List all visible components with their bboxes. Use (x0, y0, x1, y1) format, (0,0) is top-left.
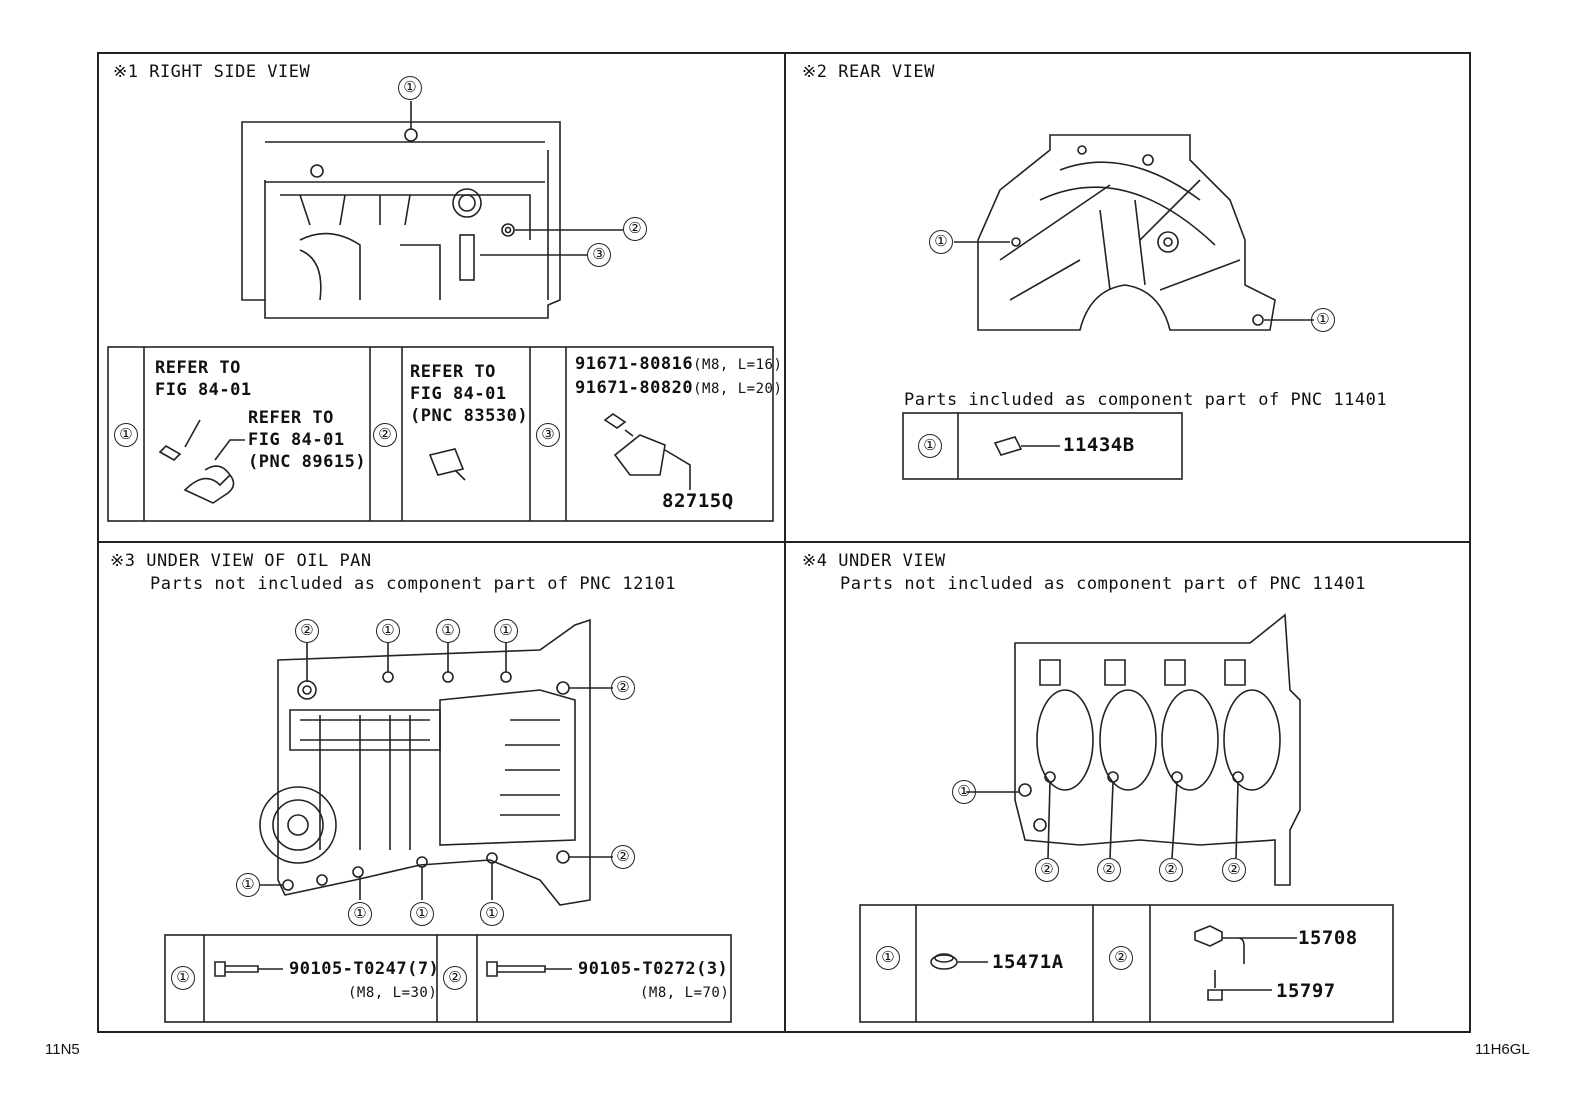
table1-pnc-b: (PNC 83530) (410, 406, 529, 426)
rear-callout-1a: ① (929, 230, 953, 254)
callout-2: ② (623, 217, 647, 241)
table1-key-1: ① (114, 423, 138, 447)
table1-refer-a1: REFER TO (155, 358, 241, 378)
panel3-note: Parts not included as component part of … (150, 574, 677, 594)
table3-key-2: ② (443, 966, 467, 990)
panel3-title: ※3 UNDER VIEW OF OIL PAN (110, 551, 372, 571)
panel1-title: ※1 RIGHT SIDE VIEW (113, 62, 311, 82)
table1-fig-b: FIG 84-01 (410, 384, 507, 404)
part-number-11434b: 11434B (1063, 434, 1135, 456)
pan-callout-2b: ② (611, 676, 635, 700)
table3-key-1: ① (171, 966, 195, 990)
table4-key-1: ① (876, 946, 900, 970)
pan-callout-2a: ② (295, 619, 319, 643)
oil-pan-drawing (259, 618, 613, 906)
table1-refer-b: REFER TO (410, 362, 496, 382)
table3-grid (164, 934, 732, 1023)
panel4-title: ※4 UNDER VIEW (802, 551, 946, 571)
part-number-15471a: 15471A (992, 951, 1064, 973)
pan-callout-1e: ① (348, 902, 372, 926)
table1-part-row1: 91671-80816(M8, L=16) (575, 354, 782, 374)
pan-callout-1b: ① (436, 619, 460, 643)
panel2-title: ※2 REAR VIEW (802, 62, 935, 82)
under-view-drawing (966, 613, 1301, 886)
under-callout-2a: ② (1035, 858, 1059, 882)
table4-grid (859, 904, 1394, 1023)
rear-view-drawing (954, 134, 1314, 331)
under-callout-1: ① (952, 780, 976, 804)
under-callout-2d: ② (1222, 858, 1246, 882)
table4-key-2: ② (1109, 946, 1133, 970)
under-callout-2c: ② (1159, 858, 1183, 882)
part-spec-l20: (M8, L=20) (693, 381, 783, 397)
callout-3: ③ (587, 243, 611, 267)
table1-key-3: ③ (536, 423, 560, 447)
panel4-note: Parts not included as component part of … (840, 574, 1367, 594)
part-number-90105-t0247: 90105-T0247(7) (289, 959, 440, 979)
horizontal-divider (97, 541, 1471, 543)
table1-fig-a2: FIG 84-01 (248, 430, 345, 450)
pan-callout-2c: ② (611, 845, 635, 869)
footer-right-code: 11H6GL (1475, 1041, 1530, 1058)
under-callout-2b: ② (1097, 858, 1121, 882)
pan-callout-1d: ① (236, 873, 260, 897)
table1-grid (107, 346, 774, 522)
table1-part-row2: 91671-80820(M8, L=20) (575, 378, 782, 398)
table2-grid (902, 412, 1183, 480)
table1-fig-a1: FIG 84-01 (155, 380, 252, 400)
panel2-note: Parts included as component part of PNC … (904, 390, 1388, 410)
pan-callout-1c: ① (494, 619, 518, 643)
pan-callout-1g: ① (480, 902, 504, 926)
table1-key-2: ② (373, 423, 397, 447)
table2-key-1: ① (918, 434, 942, 458)
table1-refer-a2: REFER TO (248, 408, 334, 428)
callout-1: ① (398, 76, 422, 100)
part-spec-l16: (M8, L=16) (693, 357, 783, 373)
pan-callout-1f: ① (410, 902, 434, 926)
part-spec-l30: (M8, L=30) (348, 985, 438, 1001)
part-spec-l70: (M8, L=70) (640, 985, 730, 1001)
footer-left-code: 11N5 (45, 1041, 80, 1058)
part-number-91671-80820: 91671-80820 (575, 378, 694, 398)
part-number-82715q: 82715Q (662, 490, 734, 512)
pan-callout-1a: ① (376, 619, 400, 643)
table1-pnc-a2: (PNC 89615) (248, 452, 367, 472)
part-number-15797: 15797 (1276, 980, 1336, 1002)
part-number-91671-80816: 91671-80816 (575, 354, 694, 374)
part-number-15708: 15708 (1298, 927, 1358, 949)
part-number-90105-t0272: 90105-T0272(3) (578, 959, 729, 979)
rear-callout-1b: ① (1311, 308, 1335, 332)
right-side-view-drawing (241, 101, 623, 319)
